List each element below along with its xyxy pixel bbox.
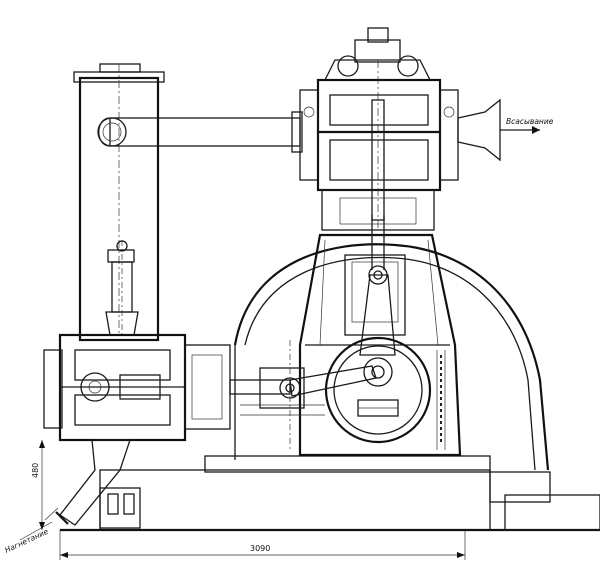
horizontal-rod — [229, 340, 377, 450]
foundation — [60, 455, 600, 532]
discharge-label: Нагнетание — [3, 527, 50, 555]
length-dimension: 3090 — [250, 544, 270, 553]
discharge-pipe: Нагнетание — [3, 439, 131, 555]
transfer-pipe — [97, 111, 303, 153]
receiver-tank — [73, 63, 165, 342]
lower-cylinder — [43, 333, 231, 442]
intake-nozzle: Всасывание — [457, 98, 554, 162]
flywheel — [233, 243, 550, 471]
main-frame — [298, 233, 462, 457]
upper-cylinder — [299, 27, 459, 231]
height-dimension: 480 — [31, 463, 40, 478]
valve-stack — [105, 240, 139, 336]
dimension-lines: 3090 480 — [31, 440, 466, 560]
intake-label: Всасывание — [506, 117, 554, 126]
crank-disc — [324, 336, 432, 444]
